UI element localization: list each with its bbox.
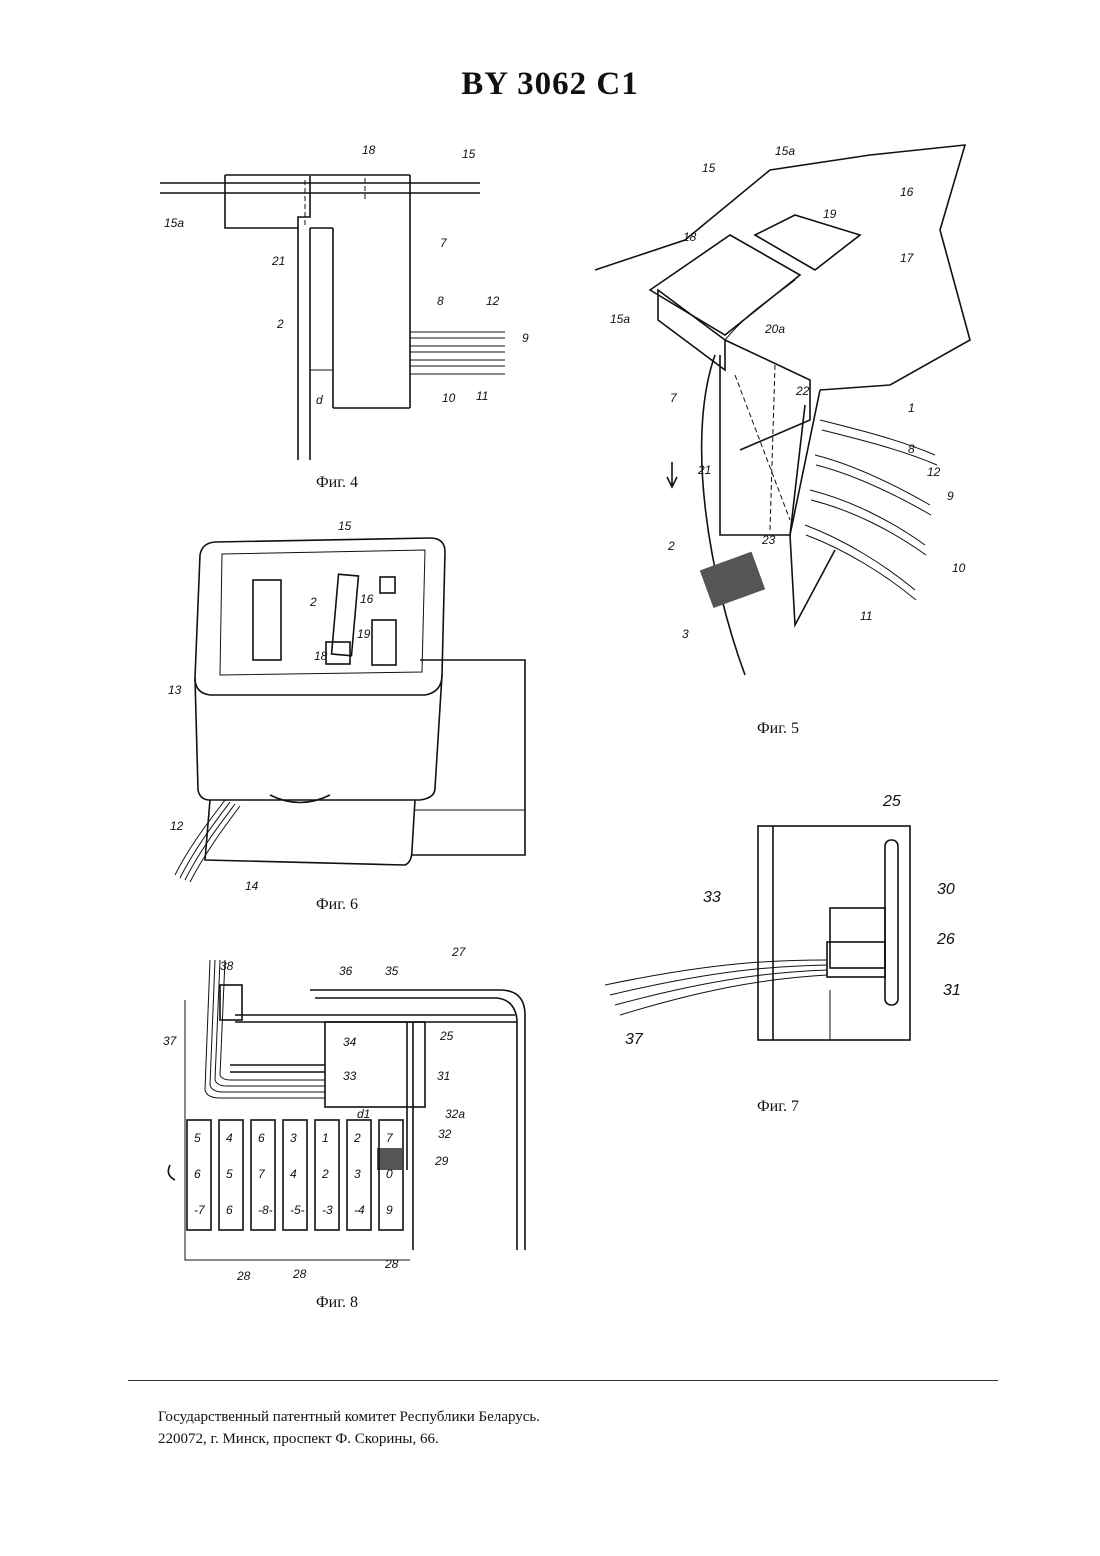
fig5-label: 23 <box>761 533 776 547</box>
figure-7-caption: Фиг. 7 <box>757 1098 799 1116</box>
fig8-label: 29 <box>434 1154 449 1168</box>
counter-digit: -3 <box>322 1203 333 1217</box>
fig8-label: 38 <box>220 959 234 973</box>
figure-6-drawing: 15 2 16 19 18 13 12 14 <box>150 510 540 890</box>
figure-7-drawing: 25 33 30 26 31 37 <box>595 790 975 1060</box>
counter-digit: 3 <box>290 1131 297 1145</box>
fig8-label: 31 <box>437 1069 450 1083</box>
fig5-label: 16 <box>900 185 914 199</box>
counter-digit: 1 <box>322 1131 329 1145</box>
fig5-label: 17 <box>900 251 915 265</box>
fig5-label: 7 <box>670 391 678 405</box>
fig4-label: 2 <box>276 317 284 331</box>
fig8-label: 35 <box>385 964 399 978</box>
document-number: BY 3062 C1 <box>0 66 1100 103</box>
fig8-label: 28 <box>384 1257 399 1271</box>
fig5-label: 8 <box>908 442 915 456</box>
counter-digit: 5 <box>194 1131 201 1145</box>
counter-digit: 7 <box>258 1167 266 1181</box>
footer-line-1: Государственный патентный комитет Респуб… <box>158 1406 540 1428</box>
counter-digit: -7 <box>194 1203 206 1217</box>
fig4-label: 8 <box>437 294 444 308</box>
fig8-label: 37 <box>163 1034 178 1048</box>
fig5-label: 9 <box>947 489 954 503</box>
counter-digit: 0 <box>386 1167 393 1181</box>
counter-digit: 6 <box>194 1167 201 1181</box>
fig5-label: 18 <box>683 230 697 244</box>
figure-4-drawing: 18 15 15a 21 7 2 8 12 9 d 10 11 <box>150 140 550 470</box>
counter-digit: -8- <box>258 1203 273 1217</box>
counter-digit: 9 <box>386 1203 393 1217</box>
fig8-label: 28 <box>292 1267 307 1281</box>
fig7-label: 26 <box>936 931 955 948</box>
fig5-label: 15 <box>702 161 716 175</box>
fig5-label: 10 <box>952 561 966 575</box>
fig8-label: 33 <box>343 1069 357 1083</box>
fig5-label: 15a <box>610 312 630 326</box>
fig7-label: 33 <box>703 889 721 906</box>
figure-8-drawing: 27 38 36 35 37 34 25 33 31 d1 32a 32 29 … <box>155 940 535 1285</box>
fig5-label: 21 <box>697 463 711 477</box>
fig8-label: d1 <box>357 1107 370 1121</box>
figure-8-caption: Фиг. 8 <box>316 1294 358 1312</box>
fig6-label: 12 <box>170 819 184 833</box>
fig6-label: 14 <box>245 879 259 893</box>
figure-5-caption: Фиг. 5 <box>757 720 799 738</box>
counter-digit: 2 <box>321 1167 329 1181</box>
fig5-label: 2 <box>667 539 675 553</box>
figure-5-drawing: 15a 15 19 16 18 17 15a 20a 7 22 1 8 12 2… <box>590 140 990 690</box>
fig8-label: 36 <box>339 964 353 978</box>
counter-digit: 2 <box>353 1131 361 1145</box>
counter-digit: -5- <box>290 1203 305 1217</box>
fig8-label: 28 <box>236 1269 251 1283</box>
fig7-label: 37 <box>625 1031 644 1048</box>
footer-line-2: 220072, г. Минск, проспект Ф. Скорины, 6… <box>158 1428 540 1450</box>
counter-wheels: 5 6 -7 4 5 6 6 7 -8- 3 4 -5- 1 2 -3 2 3 -4 7 0 9 <box>187 1120 403 1230</box>
footer-divider <box>128 1380 998 1381</box>
fig7-label: 30 <box>937 881 955 898</box>
fig4-label: 10 <box>442 391 456 405</box>
fig4-label: 7 <box>440 236 448 250</box>
fig5-label: 22 <box>795 384 810 398</box>
fig5-label: 12 <box>927 465 941 479</box>
fig5-label: 11 <box>860 609 872 623</box>
counter-digit: -4 <box>354 1203 365 1217</box>
fig4-label: 12 <box>486 294 500 308</box>
footer: Государственный патентный комитет Респуб… <box>158 1406 540 1450</box>
counter-digit: 4 <box>290 1167 297 1181</box>
fig6-label: 19 <box>357 627 371 641</box>
fig8-label: 34 <box>343 1035 357 1049</box>
fig7-label: 31 <box>943 982 961 999</box>
fig6-label: 2 <box>309 595 317 609</box>
fig8-label: 32a <box>445 1107 465 1121</box>
fig7-label: 25 <box>882 793 901 810</box>
fig5-label: 15a <box>775 144 795 158</box>
figure-4-caption: Фиг. 4 <box>316 474 358 492</box>
fig8-label: 25 <box>439 1029 454 1043</box>
fig4-label: 15 <box>462 147 476 161</box>
counter-digit: 6 <box>226 1203 233 1217</box>
fig5-label: 19 <box>823 207 837 221</box>
counter-digit: 5 <box>226 1167 233 1181</box>
fig4-label: 15a <box>164 216 184 230</box>
fig6-label: 13 <box>168 683 182 697</box>
fig5-label: 20a <box>764 322 785 336</box>
fig6-label: 18 <box>314 649 328 663</box>
counter-digit: 6 <box>258 1131 265 1145</box>
fig8-label: 32 <box>438 1127 452 1141</box>
fig6-label: 16 <box>360 592 374 606</box>
counter-digit: 3 <box>354 1167 361 1181</box>
fig6-label: 15 <box>338 519 352 533</box>
fig4-label: 9 <box>522 331 529 345</box>
fig4-label: 18 <box>362 143 376 157</box>
fig5-label: 3 <box>682 627 689 641</box>
figure-6-caption: Фиг. 6 <box>316 896 358 914</box>
fig5-label: 1 <box>908 401 915 415</box>
fig4-label: 11 <box>476 389 488 403</box>
fig8-label: 27 <box>451 945 467 959</box>
fig4-label: 21 <box>271 254 285 268</box>
fig4-label: d <box>316 393 323 407</box>
counter-digit: 7 <box>386 1131 394 1145</box>
counter-digit: 4 <box>226 1131 233 1145</box>
